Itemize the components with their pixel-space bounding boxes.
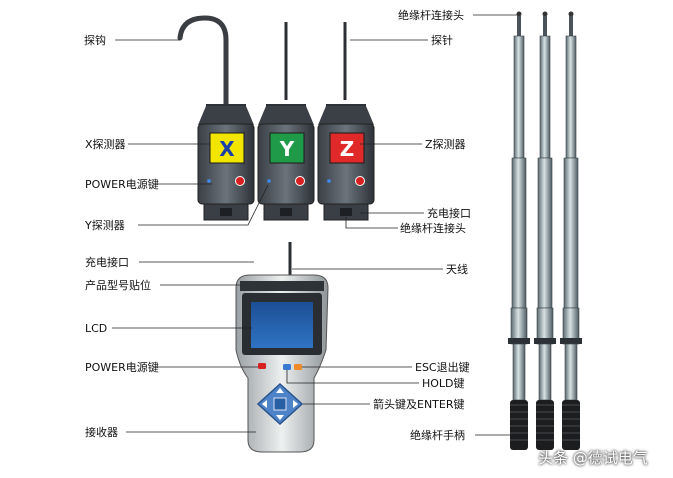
label-power-key-top: POWER电源键 bbox=[85, 178, 159, 191]
label-lcd: LCD bbox=[85, 322, 108, 335]
label-rod-handle: 绝缘杆手柄 bbox=[410, 429, 465, 442]
receiver-body bbox=[235, 242, 329, 453]
z-detector-body bbox=[317, 104, 375, 221]
watermark: 头条 @德试电气 bbox=[538, 449, 648, 467]
label-charge-port-top: 充电接口 bbox=[427, 207, 471, 220]
leader-hold-key bbox=[286, 370, 419, 384]
label-probe-hook: 探钩 bbox=[84, 34, 106, 47]
label-model-sticker: 产品型号贴位 bbox=[85, 279, 151, 292]
z-letter: Z bbox=[340, 137, 355, 161]
label-antenna: 天线 bbox=[446, 263, 468, 276]
label-probe-needle: 探针 bbox=[431, 34, 453, 47]
enter-key bbox=[273, 397, 287, 411]
receiver-power-button bbox=[258, 363, 266, 369]
leader-lines bbox=[112, 14, 517, 436]
leader-rod-connector-bottom bbox=[345, 217, 398, 229]
label-power-key-receiver: POWER电源键 bbox=[85, 361, 159, 374]
receiver-hold-button bbox=[283, 364, 291, 370]
leader-y-detector bbox=[138, 184, 269, 226]
y-letter: Y bbox=[279, 137, 295, 161]
label-z-detector: Z探测器 bbox=[425, 138, 466, 151]
label-arrow-enter-keys: 箭头键及ENTER键 bbox=[373, 398, 465, 411]
label-y-detector: Y探测器 bbox=[85, 219, 125, 232]
label-rod-connector-bottom: 绝缘杆连接头 bbox=[400, 222, 466, 235]
label-receiver: 接收器 bbox=[85, 426, 118, 439]
label-esc-key: ESC退出键 bbox=[415, 361, 470, 374]
y-detector-body bbox=[257, 104, 315, 221]
receiver-esc-button bbox=[294, 364, 302, 370]
x-detector-body bbox=[197, 104, 255, 221]
insulation-rods bbox=[508, 11, 582, 450]
probe-hook bbox=[177, 15, 229, 108]
x-letter: X bbox=[219, 137, 235, 161]
label-x-detector: X探测器 bbox=[85, 138, 126, 151]
label-rod-connector-top: 绝缘杆连接头 bbox=[398, 9, 464, 22]
label-hold-key: HOLD键 bbox=[422, 377, 465, 390]
label-charge-port-receiver: 充电接口 bbox=[85, 256, 129, 269]
